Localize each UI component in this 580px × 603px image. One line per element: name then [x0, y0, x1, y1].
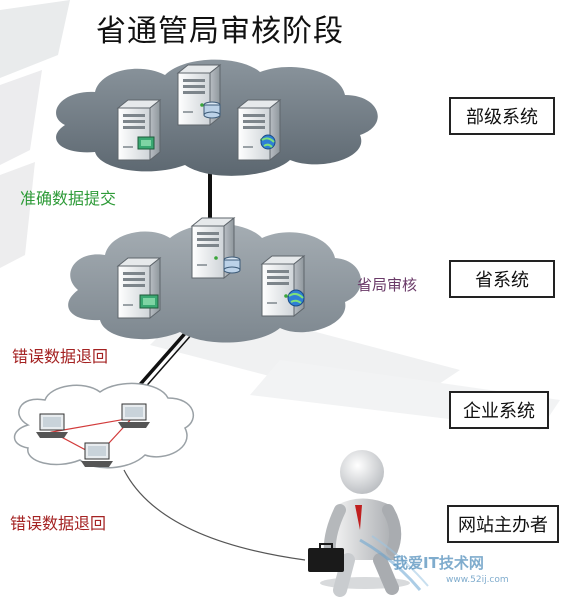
globe-icon [287, 289, 305, 307]
server-icon [117, 99, 161, 161]
label-error-return-1: 错误数据退回 [12, 347, 109, 366]
person-icon [320, 450, 410, 597]
label-province-review: 省局审核 [357, 276, 418, 294]
database-icon [203, 101, 221, 119]
server-icon [237, 99, 281, 161]
database-icon [223, 256, 241, 274]
link-enterprise-sitehost [123, 469, 306, 561]
briefcase-icon [308, 543, 344, 572]
watermark-logo [359, 535, 429, 591]
system-box-ministry: 部级系统 [449, 97, 555, 135]
watermark-text: 我爱IT技术网 [393, 554, 484, 572]
laptop-icon [81, 442, 113, 467]
system-box-province: 省系统 [449, 260, 555, 298]
page-title: 省通管局审核阶段 [96, 14, 344, 49]
system-box-site-host: 网站主办者 [447, 505, 559, 543]
server-icon [117, 257, 161, 319]
laptop-icon [118, 403, 150, 428]
cloud-enterprise [13, 382, 195, 469]
link-province-enterprise-2 [141, 332, 194, 392]
cloud-ministry [56, 59, 378, 176]
monitor-green-icon [137, 136, 155, 150]
monitor-green-icon [139, 294, 159, 309]
server-icon [261, 255, 305, 317]
link-province-enterprise-1 [135, 328, 190, 390]
cloud-province [68, 217, 362, 343]
system-box-enterprise: 企业系统 [449, 391, 549, 429]
globe-icon [260, 134, 276, 150]
label-accurate-submit: 准确数据提交 [20, 189, 117, 208]
watermark-url: www.52ij.com [446, 575, 509, 585]
label-error-return-2: 错误数据退回 [10, 514, 107, 533]
laptop-icon [36, 413, 68, 438]
